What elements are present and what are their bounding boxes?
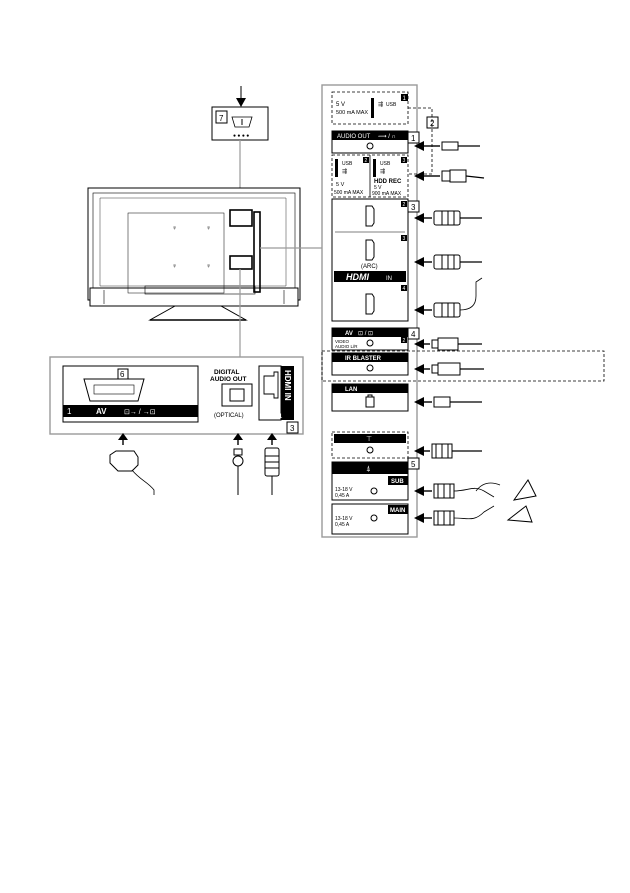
usb3-spec-current: 900 mA MAX [372, 191, 402, 197]
hdmi2-port[interactable] [365, 205, 375, 227]
down-arrow-7-icon [236, 98, 246, 107]
optical-audio-out-port[interactable] [221, 383, 253, 407]
ir-blaster-jack[interactable]: IR BLASTER [331, 352, 409, 376]
usb2-spec-voltage: 5 V [336, 182, 345, 188]
sub-lnb-current: 0,45 A [335, 493, 350, 499]
tv-back-illustration: ♀ ♀ ♀ ♀ [87, 187, 301, 321]
callout-3-left-number: 3 [290, 424, 295, 433]
callout-7-box: 7 ● ● ● ● [211, 106, 269, 141]
callout-7-number: 7 [219, 114, 224, 123]
usb1-spec-voltage: 5 V [336, 102, 345, 108]
usb2-label: USB [342, 161, 353, 167]
hdmi-plug-icon [264, 447, 280, 495]
svg-text:⍋: ⍋ [366, 464, 371, 473]
svg-text:♀: ♀ [172, 225, 177, 232]
audio-out-label: AUDIO OUT [337, 134, 371, 140]
satellite-sub-input[interactable]: ⍋ SUB SUB 13-18 V 0,45 A [331, 461, 409, 501]
satellite-dish-icon [506, 479, 537, 523]
av1-number: 1 [67, 407, 72, 416]
hdmi3-number: 3 [403, 236, 406, 242]
usb2-spec-current: 500 mA MAX [334, 190, 364, 196]
svg-text:♀: ♀ [206, 225, 211, 232]
scart-av1-socket[interactable] [83, 378, 145, 402]
hdmi3-arc-port[interactable] [365, 239, 375, 261]
audio-out-jack[interactable]: AUDIO OUT ⟿ / ∩ [331, 130, 409, 154]
usb3-number: 3 [403, 158, 406, 164]
callout-3-right-number: 3 [411, 203, 416, 212]
hdmi-ports-group: 2 3 (ARC) HDMI IN 4 [331, 198, 409, 322]
hdmi1-vertical-label: HDMI IN [283, 370, 292, 401]
svg-text:⊡ / ⊡: ⊡ / ⊡ [358, 331, 373, 337]
main-lnb-current: 0,45 A [335, 522, 350, 528]
lan-port[interactable]: LAN [331, 383, 409, 412]
optical-title-line2: AUDIO OUT [210, 376, 247, 383]
av2-jack[interactable]: AV ⊡ / ⊡ 2 VIDEO AUDIO L/R [331, 327, 409, 351]
svg-text:♀: ♀ [206, 263, 211, 270]
usb3-hdd-rec-label: HDD REC [374, 179, 402, 185]
usb1-label: USB [386, 102, 397, 108]
av2-label: AV [345, 331, 353, 337]
svg-text:⊤: ⊤ [366, 436, 372, 443]
callout-5-number: 5 [411, 460, 416, 469]
hdmi4-number: 4 [403, 286, 406, 292]
optical-sub-label: (OPTICAL) [214, 413, 244, 419]
antenna-input[interactable]: ⊤ [331, 431, 409, 459]
hdmi1-number: 1 [279, 414, 283, 420]
callout-6-number: 6 [120, 370, 125, 379]
svg-text:⇶: ⇶ [342, 168, 347, 175]
callout-1-number: 1 [411, 134, 416, 143]
main-label: MAIN [390, 508, 405, 514]
usb1-number: 1 [403, 96, 407, 102]
svg-text:● ● ● ●: ● ● ● ● [233, 133, 249, 139]
main-lnb-voltage: 13-18 V [335, 516, 353, 522]
usb2-usb3-ports[interactable]: 2 3 USB ⇶ 5 V 500 mA MAX USB ⇶ HDD REC 5… [331, 154, 409, 198]
satellite-main-input[interactable]: MAIN 13-18 V 0,45 A [331, 503, 409, 535]
hdmi3-arc-label: (ARC) [361, 264, 378, 270]
sub-lnb-voltage: 13-18 V [335, 487, 353, 493]
av2-sub-video: VIDEO [335, 339, 350, 344]
av2-sub-audio: AUDIO L/R [335, 344, 358, 349]
hdmi2-number: 2 [403, 202, 406, 208]
svg-text:SUB: SUB [391, 479, 404, 485]
left-panel-arrows [118, 433, 277, 445]
svg-text:⟿ / ∩: ⟿ / ∩ [378, 134, 396, 140]
hdmi-logo: HDMI [346, 272, 369, 282]
optical-plug-icon [232, 448, 244, 495]
optical-title-line1: DIGITAL [214, 369, 240, 376]
lan-label: LAN [345, 387, 357, 393]
av1-label: AV [96, 407, 107, 416]
ir-blaster-label: IR BLASTER [345, 356, 382, 362]
right-cables [414, 141, 501, 526]
svg-text:⇶: ⇶ [380, 168, 385, 175]
callout-2-number: 2 [430, 119, 435, 128]
svg-text:⊡→ / →⊡: ⊡→ / →⊡ [124, 409, 156, 416]
svg-text:⇶: ⇶ [378, 101, 383, 108]
usb3-spec-voltage: 5 V [374, 185, 382, 191]
callout-4-number: 4 [411, 330, 416, 339]
left-connector-panel: 6 1 AV ⊡→ / →⊡ DIGITAL AUDIO OUT (OPTICA… [49, 356, 304, 435]
svg-text:♀: ♀ [172, 263, 177, 270]
usb2-number: 2 [365, 158, 368, 164]
hdmi-in-label: IN [386, 276, 392, 282]
usb3-label: USB [380, 161, 391, 167]
hdmi4-port[interactable] [365, 293, 375, 315]
usb1-spec-current: 500 mA MAX [336, 110, 368, 116]
scart-plug-icon [109, 450, 155, 495]
av2-number: 2 [403, 338, 406, 344]
